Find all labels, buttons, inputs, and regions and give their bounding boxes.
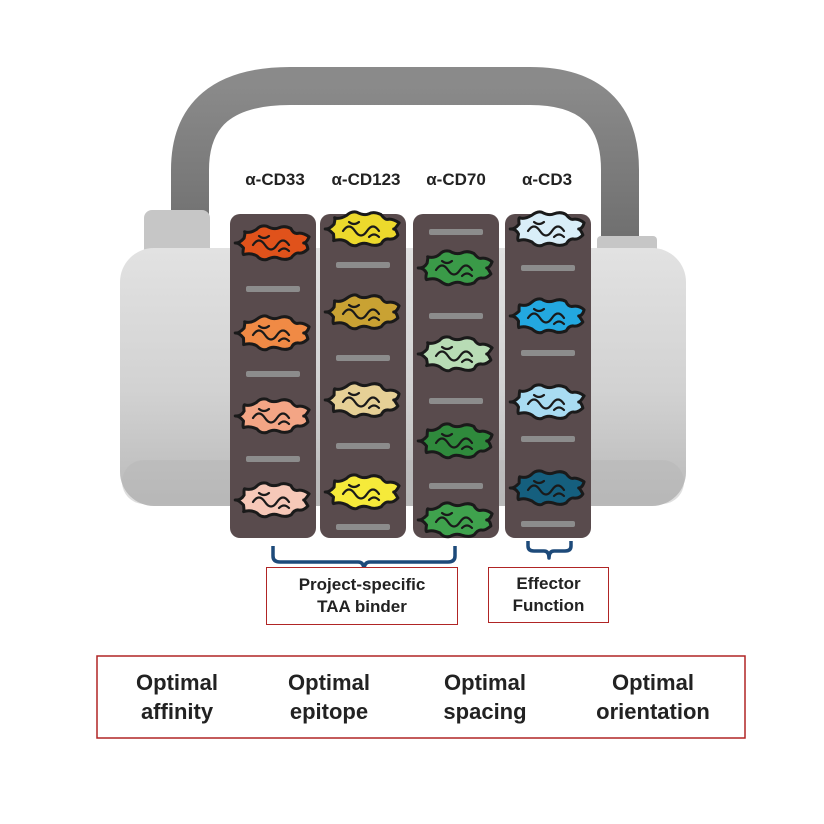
column-cd123-linker-0 bbox=[336, 262, 390, 268]
optimal-affinity-line2: affinity bbox=[141, 699, 213, 724]
column-cd70-linker-3 bbox=[429, 483, 483, 489]
column-cd70-linker-1 bbox=[429, 313, 483, 319]
column-label-cd33: α-CD33 bbox=[225, 170, 325, 190]
column-cd3-linker-2 bbox=[521, 436, 575, 442]
optimal-spacing-line1: Optimal bbox=[444, 670, 526, 695]
column-cd33-linker-0 bbox=[246, 286, 300, 292]
column-cd33-linker-1 bbox=[246, 371, 300, 377]
effector-function-box: Effector Function bbox=[488, 567, 609, 623]
optimal-orientation-line1: Optimal bbox=[612, 670, 694, 695]
effector-box-line2: Function bbox=[513, 595, 585, 617]
taa-box-line2: TAA binder bbox=[299, 596, 426, 618]
column-cd3 bbox=[505, 212, 591, 538]
column-cd3-linker-3 bbox=[521, 521, 575, 527]
column-cd70 bbox=[413, 214, 499, 538]
taa-box-line1: Project-specific bbox=[299, 574, 426, 596]
effector-box-line1: Effector bbox=[513, 573, 585, 595]
column-cd123 bbox=[320, 212, 406, 538]
column-cd33 bbox=[230, 214, 316, 538]
column-cd3-linker-1 bbox=[521, 350, 575, 356]
optimal-epitope-line1: Optimal bbox=[288, 670, 370, 695]
column-cd33-linker-2 bbox=[246, 456, 300, 462]
optimal-epitope: Optimal epitope bbox=[254, 668, 404, 726]
column-cd123-linker-1 bbox=[336, 355, 390, 361]
optimal-orientation: Optimal orientation bbox=[578, 668, 728, 726]
optimal-spacing: Optimal spacing bbox=[410, 668, 560, 726]
column-cd70-linker-2 bbox=[429, 398, 483, 404]
column-label-cd123: α-CD123 bbox=[316, 170, 416, 190]
optimal-epitope-line2: epitope bbox=[290, 699, 368, 724]
optimal-affinity: Optimal affinity bbox=[102, 668, 252, 726]
effector-bracket bbox=[528, 541, 571, 558]
column-cd70-linker-0 bbox=[429, 229, 483, 235]
column-label-cd70: α-CD70 bbox=[406, 170, 506, 190]
optimal-orientation-line2: orientation bbox=[596, 699, 710, 724]
optimal-affinity-line1: Optimal bbox=[136, 670, 218, 695]
column-label-cd3: α-CD3 bbox=[497, 170, 597, 190]
column-cd123-linker-3 bbox=[336, 524, 390, 530]
column-cd123-linker-2 bbox=[336, 443, 390, 449]
column-cd3-linker-0 bbox=[521, 265, 575, 271]
taa-binder-box: Project-specific TAA binder bbox=[266, 567, 458, 625]
optimal-spacing-line2: spacing bbox=[443, 699, 526, 724]
